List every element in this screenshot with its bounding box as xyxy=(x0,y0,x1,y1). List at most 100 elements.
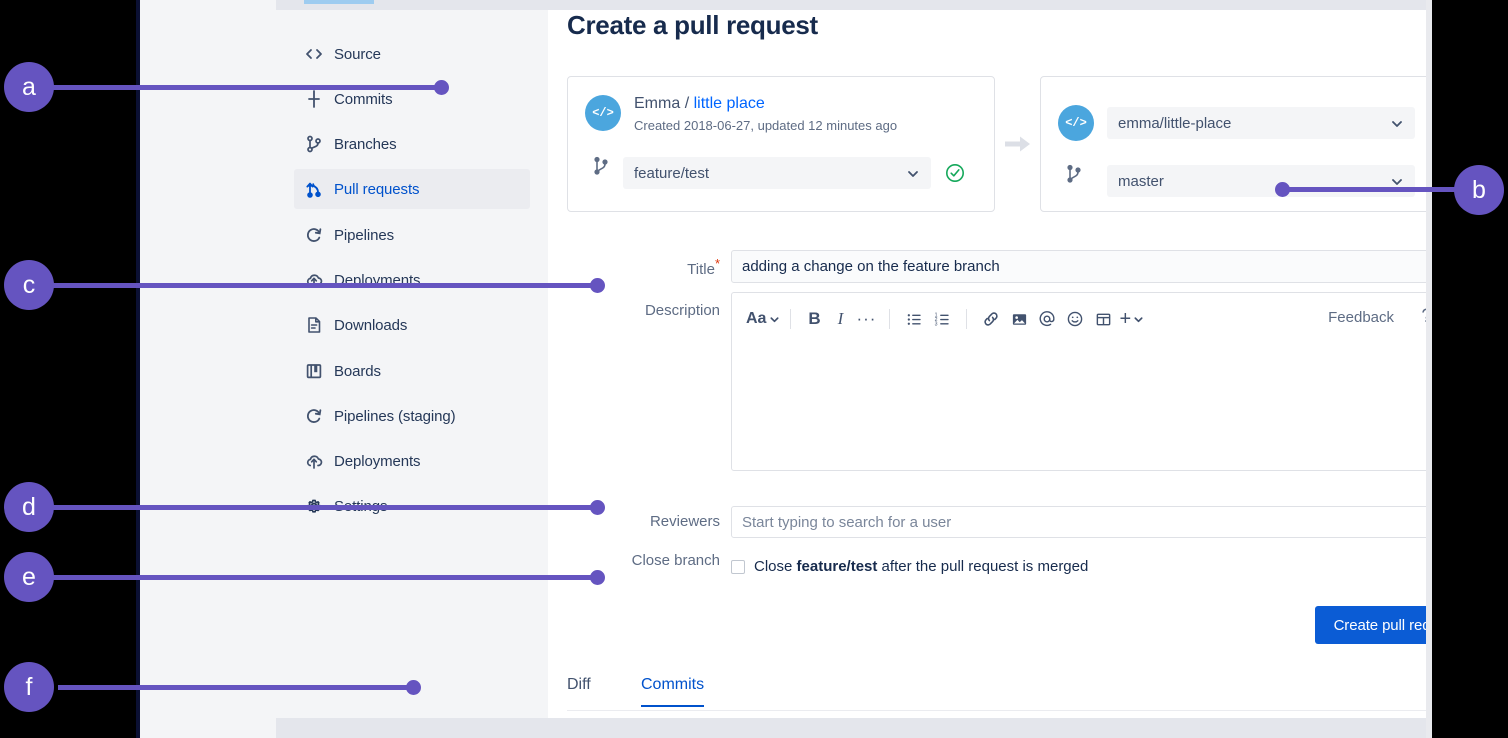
annotation-line-f xyxy=(58,685,416,690)
annotation-dot-e xyxy=(590,570,605,585)
reviewers-placeholder: Start typing to search for a user xyxy=(742,513,952,531)
source-repo-avatar: </> xyxy=(585,95,621,131)
svg-text:3: 3 xyxy=(935,321,938,327)
sidebar-item-label: Commits xyxy=(334,90,393,108)
destination-repo-avatar: </> xyxy=(1058,105,1094,141)
annotation-line-d xyxy=(50,505,604,510)
sidebar-item-pipelines-staging[interactable]: Pipelines (staging) xyxy=(294,396,530,436)
bitbucket-app-window: Source Commits Branches Pull requests xyxy=(136,0,1432,738)
source-branch-select[interactable]: feature/test xyxy=(623,157,931,189)
annotation-dot-b xyxy=(1275,182,1290,197)
close-branch-prefix: Close xyxy=(754,558,797,575)
annotation-dot-d xyxy=(590,500,605,515)
pull-request-icon xyxy=(304,179,334,199)
sidebar-item-deployments-2[interactable]: Deployments xyxy=(294,441,530,481)
annotation-badge-c: c xyxy=(4,260,54,310)
reviewers-input[interactable]: Start typing to search for a user xyxy=(731,506,1432,538)
mention-icon[interactable] xyxy=(1033,304,1061,334)
insert-plus-label: + xyxy=(1119,307,1132,330)
bold-icon[interactable]: B xyxy=(808,309,821,328)
pipelines-icon xyxy=(304,406,334,426)
title-label: Title* xyxy=(588,256,720,278)
sidebar-item-label: Pipelines xyxy=(334,226,394,244)
source-branch-value: feature/test xyxy=(634,164,710,182)
tab-commits[interactable]: Commits xyxy=(641,676,705,707)
link-icon[interactable] xyxy=(977,304,1005,334)
sidebar-item-label: Branches xyxy=(334,135,397,153)
annotation-line-a xyxy=(50,85,448,90)
sidebar-item-deployments[interactable]: Deployments xyxy=(294,260,530,300)
text-style-label: Aa xyxy=(746,310,767,327)
window-bottom-strip xyxy=(276,718,1432,738)
create-pull-request-button[interactable]: Create pull request xyxy=(1315,606,1432,644)
pipelines-icon xyxy=(304,225,334,245)
editor-feedback-link[interactable]: Feedback xyxy=(1328,309,1394,326)
more-formatting-icon[interactable]: ··· xyxy=(856,309,877,328)
sidebar-item-label: Boards xyxy=(334,362,381,380)
italic-icon[interactable]: I xyxy=(837,309,844,328)
repository-sidebar: Source Commits Branches Pull requests xyxy=(276,10,548,718)
annotation-badge-f: f xyxy=(4,662,54,712)
branch-icon xyxy=(591,155,611,177)
sidebar-item-commits[interactable]: Commits xyxy=(294,79,530,119)
title-input[interactable]: adding a change on the feature branch xyxy=(731,250,1432,283)
close-branch-label: Close branch xyxy=(631,552,720,569)
destination-repo-select[interactable]: emma/little-place xyxy=(1107,107,1415,139)
close-branch-suffix: after the pull request is merged xyxy=(877,558,1089,575)
sidebar-item-label: Pipelines (staging) xyxy=(334,407,456,425)
chevron-down-icon xyxy=(1390,175,1404,193)
reviewers-label: Reviewers xyxy=(649,513,720,530)
tabs-divider xyxy=(567,710,1432,711)
sidebar-item-branches[interactable]: Branches xyxy=(294,124,530,164)
annotation-badge-e: e xyxy=(4,552,54,602)
annotation-line-b xyxy=(1288,187,1463,192)
source-branch-valid-icon xyxy=(945,163,965,183)
svg-text:1: 1 xyxy=(935,312,938,318)
chevron-down-icon xyxy=(906,167,920,185)
sidebar-item-downloads[interactable]: Downloads xyxy=(294,305,530,345)
toolbar-divider xyxy=(790,309,792,329)
code-avatar-glyph: </> xyxy=(1065,116,1087,130)
annotation-dot-c xyxy=(590,278,605,293)
svg-text:2: 2 xyxy=(935,317,938,323)
boards-icon xyxy=(304,361,334,381)
title-input-value: adding a change on the feature branch xyxy=(742,258,1000,275)
insert-more-icon[interactable]: + xyxy=(1119,304,1144,334)
sidebar-item-pull-requests[interactable]: Pull requests xyxy=(294,169,530,209)
sidebar-item-label: Deployments xyxy=(334,452,421,470)
destination-panel: </> emma/little-place master xyxy=(1040,76,1432,212)
code-avatar-glyph: </> xyxy=(592,106,614,120)
sidebar-item-pipelines[interactable]: Pipelines xyxy=(294,215,530,255)
sidebar-item-label: Source xyxy=(334,45,381,63)
bullet-list-icon[interactable] xyxy=(900,304,928,334)
commit-icon xyxy=(304,89,334,109)
downloads-icon xyxy=(304,315,334,335)
text-style-icon[interactable]: Aa xyxy=(746,304,780,334)
sidebar-item-source[interactable]: Source xyxy=(294,34,530,74)
close-branch-text: Close feature/test after the pull reques… xyxy=(754,558,1088,575)
destination-branch-select[interactable]: master xyxy=(1107,165,1415,197)
close-branch-checkbox[interactable] xyxy=(731,559,745,574)
sidebar-item-boards[interactable]: Boards xyxy=(294,351,530,391)
title-label-text: Title xyxy=(687,261,715,278)
table-icon[interactable] xyxy=(1089,304,1117,334)
window-left-edge xyxy=(136,0,140,738)
annotation-badge-d: d xyxy=(4,482,54,532)
emoji-icon[interactable] xyxy=(1061,304,1089,334)
result-tabs: Diff Commits xyxy=(567,676,1432,718)
annotation-badge-b: b xyxy=(1454,165,1504,215)
close-branch-branch-name: feature/test xyxy=(796,558,878,575)
annotation-line-e xyxy=(50,575,604,580)
image-icon[interactable] xyxy=(1005,304,1033,334)
sidebar-item-label: Pull requests xyxy=(334,180,420,198)
main-content: Create a pull request </> Emma / little … xyxy=(548,10,1432,718)
tab-diff[interactable]: Diff xyxy=(567,676,591,693)
window-top-strip xyxy=(276,0,1432,10)
source-repo-link[interactable]: little place xyxy=(693,95,765,112)
toolbar-divider xyxy=(966,309,968,329)
destination-branch-value: master xyxy=(1118,172,1164,190)
